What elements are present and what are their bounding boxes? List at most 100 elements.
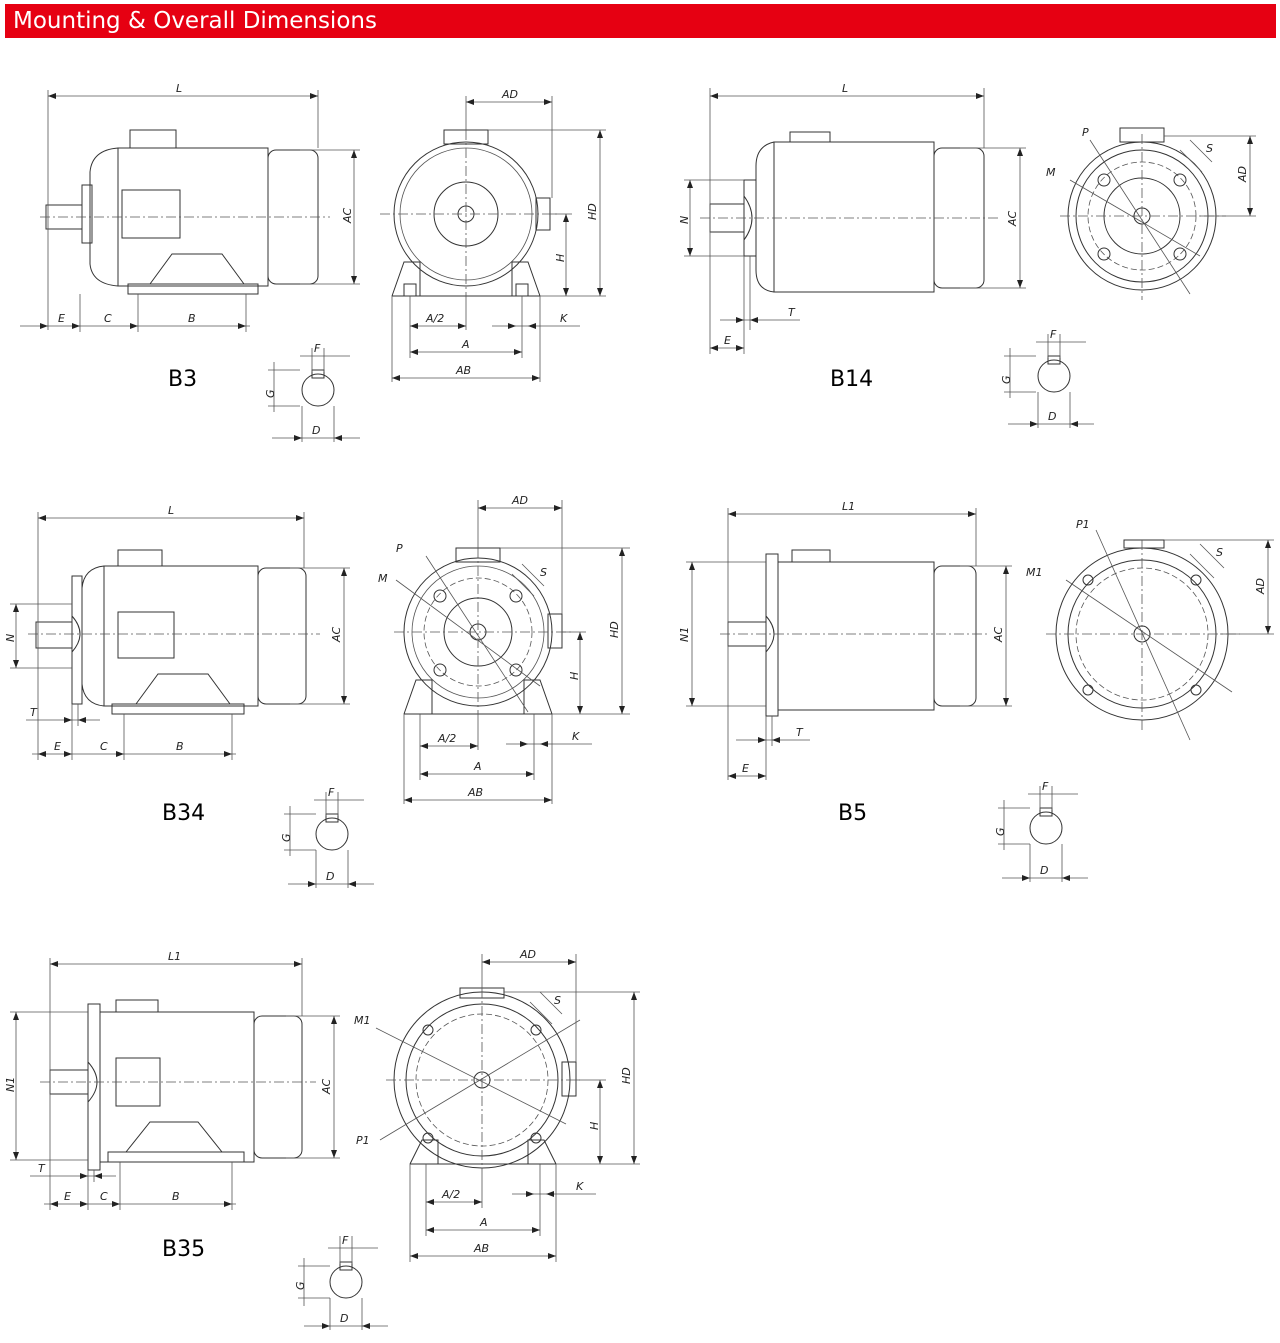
b5-dim-M1: M1 <box>1026 566 1043 579</box>
b34-dim-A: A <box>473 760 482 773</box>
b35-front-view: M1 P1 S AD HD H A/2 A AB K <box>354 948 640 1262</box>
b14-dim-P: P <box>1082 126 1089 139</box>
b34-dim-H: H <box>568 672 581 680</box>
b14-dim-S: S <box>1206 142 1213 155</box>
b5-front-view: P1 M1 S AD <box>1026 518 1274 741</box>
b35-dim-A: A <box>479 1216 488 1229</box>
b34-dim-AC: AC <box>330 626 343 643</box>
b14-dim-M: M <box>1046 166 1056 179</box>
b35-key-G: G <box>294 1281 307 1290</box>
b5-dim-T: T <box>796 726 804 739</box>
dim-AD: AD <box>501 88 518 101</box>
b34-dim-K: K <box>572 730 580 743</box>
b5-side-view: L1 AC N1 T E <box>678 500 1012 780</box>
b3-dim-G: G <box>264 389 277 398</box>
b14-shaft-key-section: F G D <box>1000 328 1094 428</box>
b5-dim-L1: L1 <box>842 500 855 513</box>
b34-dim-AB: AB <box>467 786 483 799</box>
dim-A2: A/2 <box>425 312 444 325</box>
dim-AC: AC <box>341 207 354 224</box>
b5-dim-AC: AC <box>992 626 1005 643</box>
b35-dim-C: C <box>100 1190 108 1203</box>
b14-dim-T: T <box>788 306 796 319</box>
b14-key-D: D <box>1048 410 1056 423</box>
b34-side-view: L AC N T E C B <box>4 504 350 760</box>
b14-front-view: P M S AD <box>1046 126 1256 300</box>
dim-C: C <box>104 312 112 325</box>
b5-dim-N1: N1 <box>678 627 691 642</box>
b35-dim-M1: M1 <box>354 1014 371 1027</box>
b35-shaft-key-section: F G D <box>294 1234 388 1330</box>
b35-dim-B: B <box>172 1190 180 1203</box>
dim-HD: HD <box>586 203 599 220</box>
dim-L: L <box>176 82 182 95</box>
b34-dim-N: N <box>4 634 17 642</box>
page-title: Mounting & Overall Dimensions <box>13 8 377 34</box>
b14-key-F: F <box>1050 328 1057 341</box>
b35-dim-AC: AC <box>320 1078 333 1095</box>
b3-front-view: AD HD H A/2 A AB K <box>380 88 606 382</box>
b34-key-G: G <box>280 833 293 842</box>
b35-dim-L1: L1 <box>168 950 181 963</box>
b34-dim-S: S <box>540 566 547 579</box>
b35-dim-HD: HD <box>620 1067 633 1084</box>
dim-H: H <box>554 254 567 262</box>
b34-dim-B: B <box>176 740 184 753</box>
b5-key-G: G <box>994 827 1007 836</box>
b14-key-G: G <box>1000 375 1013 384</box>
mounting-label-b14: B14 <box>830 367 873 392</box>
b34-key-D: D <box>326 870 334 883</box>
b5-dim-E: E <box>742 762 749 775</box>
b34-dim-E: E <box>54 740 61 753</box>
b14-side-view: L AC N T E <box>678 82 1026 354</box>
b35-dim-N1: N1 <box>4 1077 17 1092</box>
b14-dim-AD: AD <box>1236 166 1249 183</box>
b34-dim-T: T <box>30 706 38 719</box>
b14-dim-AC: AC <box>1006 210 1019 227</box>
b35-dim-T: T <box>38 1162 46 1175</box>
b14-dim-N: N <box>678 216 691 224</box>
b35-dim-K: K <box>576 1180 584 1193</box>
b14-dim-L: L <box>842 82 848 95</box>
b34-dim-A2: A/2 <box>437 732 456 745</box>
b5-shaft-key-section: F G D <box>994 780 1088 882</box>
b3-dim-F: F <box>314 342 321 355</box>
b3-dim-D: D <box>312 424 320 437</box>
mounting-label-b35: B35 <box>162 1237 205 1262</box>
mounting-label-b5: B5 <box>838 801 867 826</box>
b34-dim-P: P <box>396 542 403 555</box>
b34-key-F: F <box>328 786 335 799</box>
mounting-label-b3: B3 <box>168 367 197 392</box>
b5-dim-S: S <box>1216 546 1223 559</box>
dim-AB: AB <box>455 364 471 377</box>
b35-key-F: F <box>342 1234 349 1247</box>
b35-dim-A2: A/2 <box>441 1188 460 1201</box>
b34-front-view: P M S AD HD H A/2 A AB K <box>378 494 630 804</box>
b35-dim-P1: P1 <box>356 1134 370 1147</box>
b35-dim-E: E <box>64 1190 71 1203</box>
dim-A: A <box>461 338 470 351</box>
mounting-label-b34: B34 <box>162 801 205 826</box>
dim-K: K <box>560 312 568 325</box>
b5-key-F: F <box>1042 780 1049 793</box>
page-header-bar: Mounting & Overall Dimensions <box>5 4 1276 38</box>
b3-shaft-key-section: F G D <box>264 342 360 442</box>
b35-dim-AD: AD <box>519 948 536 961</box>
dim-E: E <box>58 312 65 325</box>
b34-shaft-key-section: F G D <box>280 786 374 888</box>
b35-dim-H: H <box>588 1122 601 1130</box>
b35-side-view: L1 AC N1 T E C B <box>4 950 340 1210</box>
b35-dim-S: S <box>554 994 561 1007</box>
b3-side-view: L AC E C B <box>20 82 360 332</box>
b34-dim-L: L <box>168 504 174 517</box>
b34-dim-C: C <box>100 740 108 753</box>
dim-B: B <box>188 312 196 325</box>
b5-key-D: D <box>1040 864 1048 877</box>
b34-dim-M: M <box>378 572 388 585</box>
b34-dim-HD: HD <box>608 621 621 638</box>
b34-dim-AD: AD <box>511 494 528 507</box>
b14-dim-E: E <box>724 334 731 347</box>
b5-dim-AD: AD <box>1254 578 1267 595</box>
b5-dim-P1: P1 <box>1076 518 1090 531</box>
